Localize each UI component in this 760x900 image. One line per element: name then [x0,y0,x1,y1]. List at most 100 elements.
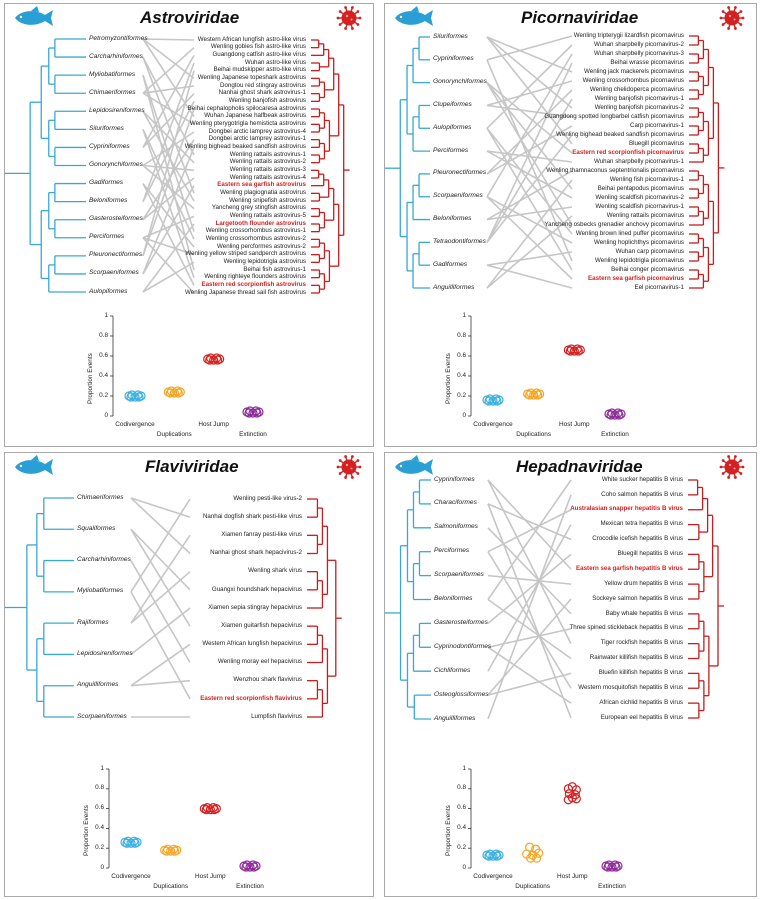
virus-label: Mexican tetra hepatitis B virus [600,520,683,528]
virus-label: Dongbei arctic lamprey astrovirus-4 [208,127,306,135]
virus-label: Wenling scaldfish picornavirus-2 [595,193,684,201]
virus-label: Western African lungfish astro-like viru… [197,35,306,43]
association-links [486,35,573,289]
virus-tree [689,35,725,289]
virus-label: Wenling crossorhombus astrovirus-1 [205,227,306,235]
host-label: Chimaeriformes [89,88,136,96]
virus-label: Wenling thamnaconus septentrionalis pico… [546,166,684,174]
fish-icon [395,6,433,26]
event-point [213,355,223,365]
event-point [170,846,180,856]
virus-label: Three spined stickleback hepatitis B vir… [569,624,684,632]
event-points-host-jump [563,782,581,805]
host-label: Pleuronectiformes [433,169,487,177]
host-label: Salmoniformes [434,523,478,531]
association-link [142,183,195,286]
host-label: Carcharhiniformes [77,556,131,564]
association-link [142,237,195,294]
virus-label: Wenling crossorhombus astrovirus-2 [205,235,306,243]
virus-label: Eel picornavirus-1 [634,283,684,291]
y-tick-label: 0.8 [99,331,108,339]
virus-label: Wenling snipefish astrovirus [229,196,306,204]
event-points-codivergence [124,390,146,402]
association-link [142,129,195,278]
virus-label: Wenling scaldfish picornavirus-1 [595,202,684,210]
virus-label: Beihai mudskipper astro-like virus [213,66,306,74]
host-label: Beloniformes [89,197,128,205]
association-link [486,82,573,190]
association-link [130,643,191,687]
virus-label: Dongtou red stingray astrovirus [220,81,306,89]
virus-label: Wenling tripterygii lizardfish picornavi… [573,31,684,39]
association-link [486,127,573,235]
host-label: Aulopiformes [433,123,472,131]
event-point [209,805,219,815]
panel-title: Hepadnaviridae [516,457,643,476]
association-link [487,551,572,689]
host-tree [5,497,74,718]
association-link [142,38,195,41]
virus-label: Australasian snapper hepatitis B virus [570,505,683,513]
association-link [487,672,572,696]
virus-label: Western African lungfish hepacivirus [202,640,302,648]
virus-label: Eastern sea garfish astrovirus [217,181,306,189]
host-label: Siluriformes [89,124,124,132]
virus-label: Wuhan astro-like virus [244,58,306,66]
y-tick-label: 1 [462,764,466,772]
event-points-duplications [163,386,185,398]
association-link [486,36,573,145]
panel-title: Flaviviridae [145,457,239,476]
virus-label: Wenling shark virus [248,567,302,575]
association-link [487,479,572,644]
fish-icon [395,455,433,475]
y-axis-label: Proportion Events [445,353,452,404]
host-label: Characiformes [434,499,477,507]
event-points-host-jump [199,803,221,815]
association-link [486,125,573,175]
association-link [130,560,191,663]
association-link [487,479,572,570]
virus-label: Wenling chelidoperca picornavirus [589,85,684,93]
association-link [486,150,573,199]
event-point [532,853,542,863]
fish-icon [15,455,53,475]
y-tick-label: 0.4 [457,823,466,831]
x-category-label: Duplications [153,883,189,890]
virus-label: Lumpfish flavivirus [251,712,302,720]
association-link [142,56,195,156]
events-chart [468,768,623,872]
association-link [142,54,195,148]
association-link [486,36,573,73]
event-points-codivergence [120,836,142,848]
virus-label: Wenling jack mackerels picornavirus [584,67,684,75]
association-link [486,98,573,243]
host-label: Gasterosteiformes [434,618,488,626]
event-point [130,838,140,848]
association-link [142,108,195,257]
association-link [142,110,195,202]
event-point [134,392,144,402]
host-label: Pleuronectiformes [89,251,143,259]
panel-title: Picornaviridae [521,8,639,27]
virus-label: Wenling percformes astrovirus-2 [217,242,306,250]
events-chart [468,315,626,420]
host-label: Scorpaeniformes [434,571,484,579]
host-label: Gasterosteiformes [89,215,143,223]
virus-tree [307,498,342,718]
y-tick-label: 1 [462,311,466,319]
event-point [571,785,581,795]
association-link [486,53,573,198]
virus-label: Wenling bighead beaked sandfish astrovir… [184,143,306,151]
x-category-label: Duplications [156,431,192,438]
association-link [487,527,572,615]
event-point [570,790,580,800]
host-label: Perciformes [433,146,469,154]
host-label: Gadiformes [89,179,124,187]
host-label: Myliobatiformes [77,587,124,595]
association-link [487,646,572,704]
association-link [486,89,573,175]
virus-label: Beihai conger picornavirus [611,265,684,273]
virus-label: Wuhan carp picornavirus [615,247,684,255]
